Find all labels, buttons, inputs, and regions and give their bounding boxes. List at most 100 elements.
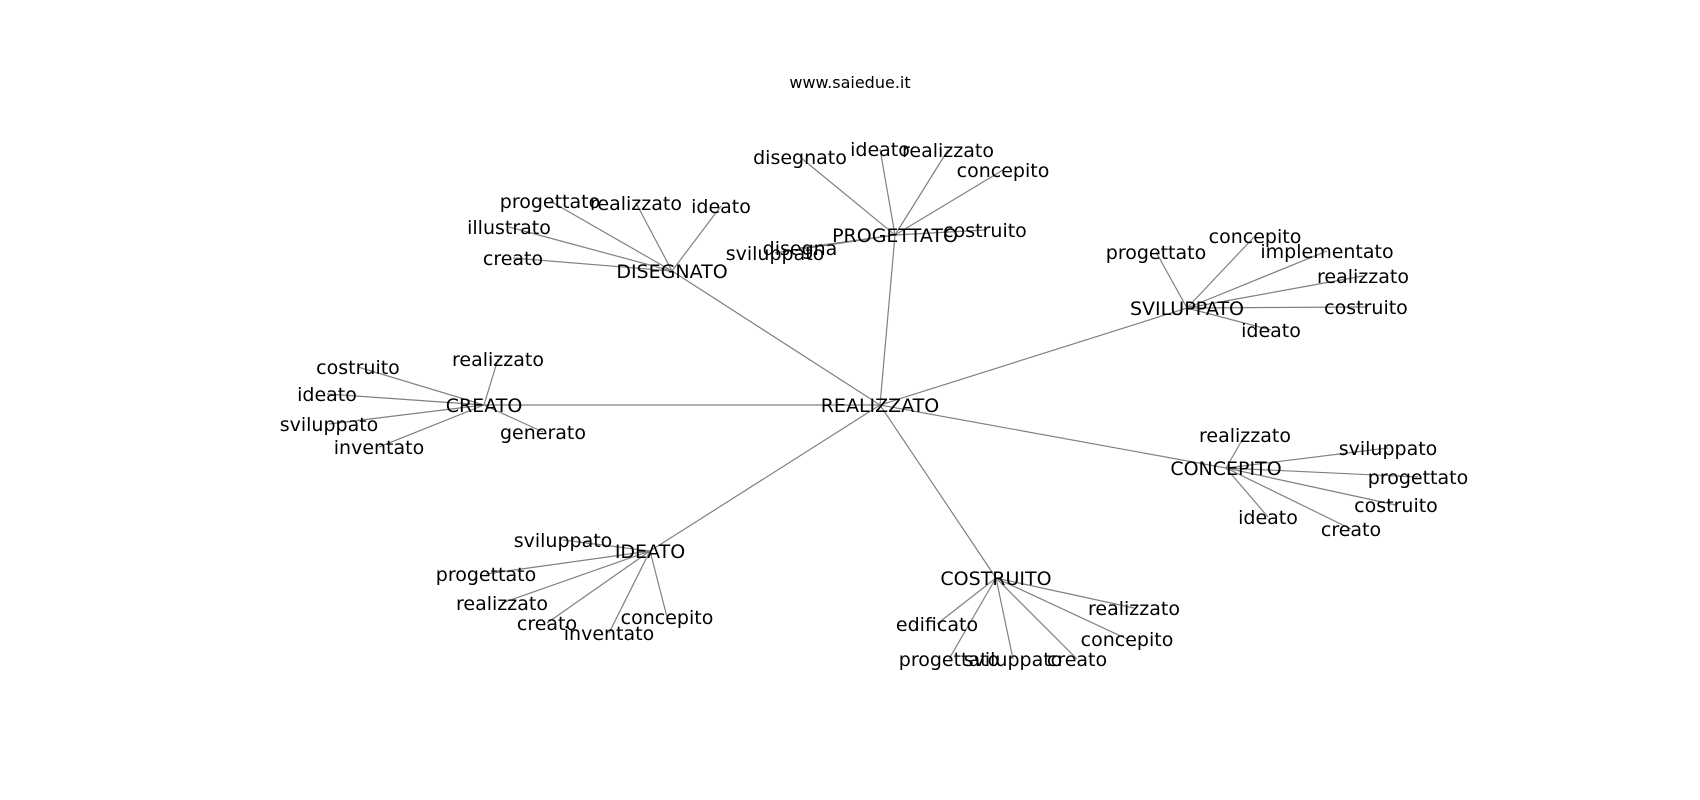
leaf-node-label: realizzato xyxy=(456,593,548,615)
leaf-node-label: sviluppato xyxy=(280,414,379,436)
leaf-node-label: realizzato xyxy=(902,140,994,162)
edge-hub-to-leaf xyxy=(549,200,673,272)
leaf-node-label: realizzato xyxy=(590,193,682,215)
edge-hub-to-leaf xyxy=(635,202,673,272)
edge-root-to-hub xyxy=(879,404,1227,469)
leaf-node-label: sviluppato xyxy=(964,649,1063,671)
hub-node-label: PROGETTATO xyxy=(832,225,958,247)
leaf-node-label: generato xyxy=(500,422,586,444)
leaf-node-label: ideato xyxy=(850,139,910,161)
edge-hub-to-leaf xyxy=(378,404,485,448)
hub-node-label: SVILUPPATO xyxy=(1130,298,1244,320)
leaf-node-label: costruito xyxy=(943,220,1027,242)
edge-hub-to-leaf xyxy=(799,156,896,236)
leaf-node-label: concepito xyxy=(621,607,714,629)
edge-hub-to-leaf xyxy=(1225,467,1419,478)
hub-node-label: CONCEPITO xyxy=(1170,458,1281,480)
leaf-node-label: realizzato xyxy=(452,349,544,371)
leaf-node-label: ideato xyxy=(1238,507,1298,529)
leaf-node-label: costruito xyxy=(316,357,400,379)
leaf-node-label: progettato xyxy=(899,649,999,671)
edge-hub-to-leaf xyxy=(608,550,651,634)
edges-layer xyxy=(326,148,1419,660)
leaf-node-label: realizzato xyxy=(1199,425,1291,447)
leaf-node-label: costruito xyxy=(1354,495,1438,517)
leaf-node-label: sviluppato xyxy=(726,243,825,265)
leaf-node-label: realizzato xyxy=(1317,266,1409,288)
leaf-node-label: realizzato xyxy=(1088,598,1180,620)
edge-hub-to-leaf xyxy=(671,205,722,272)
edge-root-to-hub xyxy=(649,404,881,552)
edge-hub-to-leaf xyxy=(1186,275,1364,309)
edge-hub-to-leaf xyxy=(995,577,1078,660)
leaf-node-label: concepito xyxy=(1209,226,1302,248)
edge-hub-to-leaf xyxy=(357,366,485,406)
leaf-node-label: inventato xyxy=(564,623,654,645)
edge-hub-to-leaf xyxy=(1225,467,1397,506)
leaf-node-label: sviluppato xyxy=(1339,438,1438,460)
leaf-node-label: progettato xyxy=(1106,242,1206,264)
edge-hub-to-leaf xyxy=(936,577,997,625)
hub-node-label: COSTRUITO xyxy=(940,568,1051,590)
leaf-node-label: implementato xyxy=(1260,241,1393,263)
edge-hub-to-leaf xyxy=(995,577,1135,609)
edge-hub-to-leaf xyxy=(1186,307,1272,331)
root-node-label: REALIZZATO xyxy=(821,395,940,417)
leaf-node-label: creato xyxy=(483,248,543,270)
edge-hub-to-leaf xyxy=(1225,447,1389,469)
leaf-node-label: creato xyxy=(517,613,577,635)
leaf-node-label: disegnato xyxy=(753,147,847,169)
edge-hub-to-leaf xyxy=(1225,467,1352,530)
edge-root-to-hub xyxy=(879,404,997,579)
edge-hub-to-leaf xyxy=(326,393,485,406)
leaf-node-label: ideato xyxy=(1241,320,1301,342)
edge-hub-to-leaf xyxy=(1225,434,1246,469)
edge-hub-to-leaf xyxy=(1186,306,1367,309)
edge-hub-to-leaf xyxy=(995,577,1128,640)
edge-hub-to-leaf xyxy=(1225,467,1269,518)
edge-hub-to-leaf xyxy=(512,257,673,272)
edge-hub-to-leaf xyxy=(1186,250,1328,309)
leaf-node-label: inventato xyxy=(334,437,424,459)
edge-hub-to-leaf xyxy=(1155,251,1188,309)
edge-hub-to-leaf xyxy=(894,149,949,236)
edge-hub-to-leaf xyxy=(483,404,544,433)
leaf-node-label: edificato xyxy=(896,614,978,636)
hub-node-label: IDEATO xyxy=(615,541,685,563)
site-url: www.saiedue.it xyxy=(789,73,910,92)
hub-node-label: DISEGNATO xyxy=(616,261,727,283)
edge-hub-to-leaf xyxy=(501,550,651,604)
leaf-node-label: costruito xyxy=(1324,297,1408,319)
leaf-node-label: ideato xyxy=(297,384,357,406)
leaf-node-label: disegna xyxy=(763,238,838,260)
leaf-node-label: concepito xyxy=(1081,629,1174,651)
edge-hub-to-leaf xyxy=(508,226,673,272)
edge-hub-to-leaf xyxy=(948,577,997,660)
edge-hub-to-leaf xyxy=(879,148,896,236)
edge-hub-to-leaf xyxy=(894,169,1004,236)
edge-hub-to-leaf xyxy=(649,550,668,618)
edge-hub-to-leaf xyxy=(1186,235,1256,309)
edge-root-to-hub xyxy=(879,234,896,406)
edge-hub-to-leaf xyxy=(894,229,986,236)
edge-root-to-hub xyxy=(879,307,1188,406)
leaf-node-label: illustrato xyxy=(467,217,551,239)
leaf-node-label: progettato xyxy=(1368,467,1468,489)
edge-hub-to-leaf xyxy=(562,539,651,552)
leaf-node-label: progettato xyxy=(436,564,536,586)
edge-hub-to-leaf xyxy=(774,234,896,254)
leaf-node-label: progettato xyxy=(500,191,600,213)
leaf-node-label: concepito xyxy=(957,160,1050,182)
edge-hub-to-leaf xyxy=(328,404,485,425)
edge-hub-to-leaf xyxy=(546,550,651,624)
leaf-node-label: creato xyxy=(1047,649,1107,671)
leaf-node-label: ideato xyxy=(691,196,751,218)
edge-hub-to-leaf xyxy=(485,550,651,575)
edge-root-to-hub xyxy=(671,270,881,406)
leaf-node-label: creato xyxy=(1321,519,1381,541)
edge-hub-to-leaf xyxy=(995,577,1014,660)
leaf-node-label: sviluppato xyxy=(514,530,613,552)
hub-node-label: CREATO xyxy=(446,395,523,417)
